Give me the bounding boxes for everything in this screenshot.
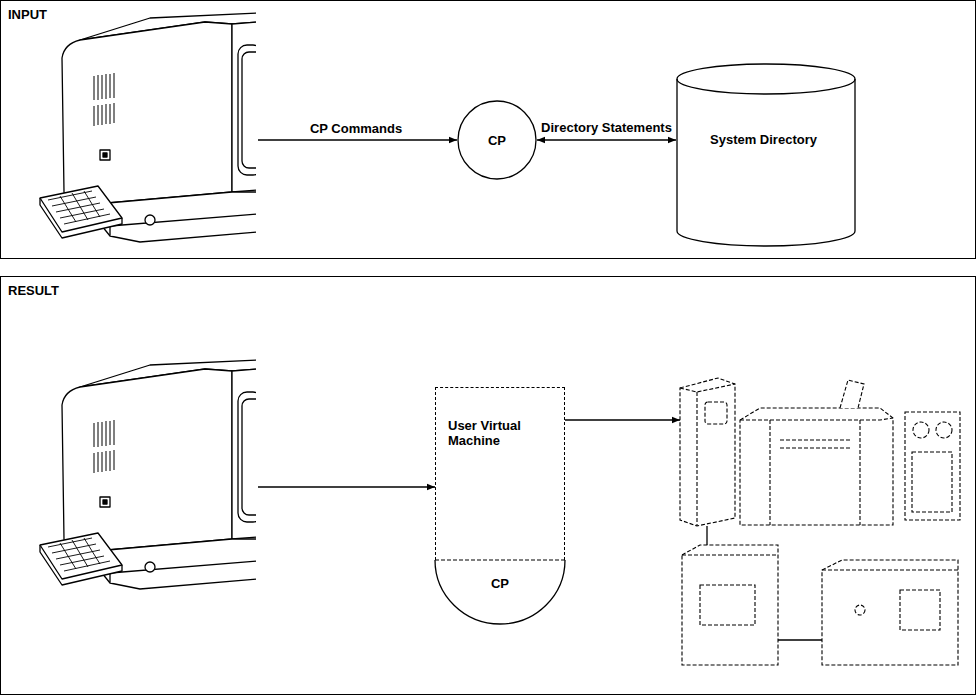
device-illustration: [936, 422, 952, 438]
device-link: [706, 526, 707, 545]
input-panel: INPUT CP System Directory: [0, 0, 976, 259]
device-illustration: [780, 447, 850, 448]
arrow-line: [565, 419, 680, 420]
device-illustration: [700, 585, 755, 625]
result-panel: RESULT User Virtual MachineCP: [0, 276, 976, 695]
cp-half-circle-outline: [435, 560, 565, 625]
arrow-line: [258, 486, 435, 487]
device-illustration: [696, 392, 697, 526]
terminal-illustration: [40, 360, 256, 589]
arrow-line: [258, 140, 680, 487]
device-illustration: [740, 418, 893, 420]
connector-label: Directory Statements: [539, 121, 674, 135]
terminal-illustration: [40, 13, 256, 242]
divider-line: [435, 559, 565, 560]
system-directory-cylinder-outline: [676, 64, 856, 246]
device-illustration: [680, 384, 735, 392]
device-illustration: [859, 420, 860, 525]
panel-heading: INPUT: [8, 7, 968, 22]
cp-half-circle: CP: [435, 560, 565, 625]
device-illustration: [912, 452, 952, 512]
command-label: CP Commands: [308, 122, 404, 136]
device-illustration: [682, 545, 778, 665]
cylinder-body: [677, 64, 855, 246]
circle-outline: [458, 101, 536, 179]
node-label: CP: [491, 576, 509, 591]
terminal-illustration: [40, 13, 256, 242]
terminal-illustration: [40, 360, 266, 589]
device-illustration: [840, 380, 864, 408]
device-illustration: [855, 605, 865, 615]
device-illustration: [905, 412, 960, 520]
device-illustration: [900, 590, 940, 630]
device-illustration: [682, 554, 778, 555]
virtual-machine-box: User Virtual Machine: [435, 387, 565, 560]
node-label: System Directory: [710, 132, 848, 147]
cylinder-rim: [677, 79, 855, 94]
system-directory-cylinder: System Directory: [676, 64, 856, 246]
device-illustration: [822, 569, 958, 570]
device-illustration: [769, 420, 770, 525]
device-illustration: [705, 402, 727, 424]
device-illustration: [913, 422, 929, 438]
device-illustration: [680, 378, 735, 526]
arrow-line: [258, 139, 457, 140]
terminal-illustration: [40, 360, 256, 589]
half-circle-arc: [435, 560, 565, 624]
connector-arrow: [537, 139, 676, 140]
device-link: [778, 639, 822, 640]
device-link: [707, 526, 822, 640]
node-label: CP: [488, 133, 506, 148]
device-illustration: [780, 439, 850, 440]
cp-circle: CP: [457, 100, 537, 180]
panel-heading: RESULT: [8, 283, 968, 298]
device-illustration: [822, 560, 958, 665]
node-label: User Virtual Machine: [448, 418, 528, 448]
device-illustration: [740, 408, 893, 525]
device-illustration: [680, 378, 960, 665]
